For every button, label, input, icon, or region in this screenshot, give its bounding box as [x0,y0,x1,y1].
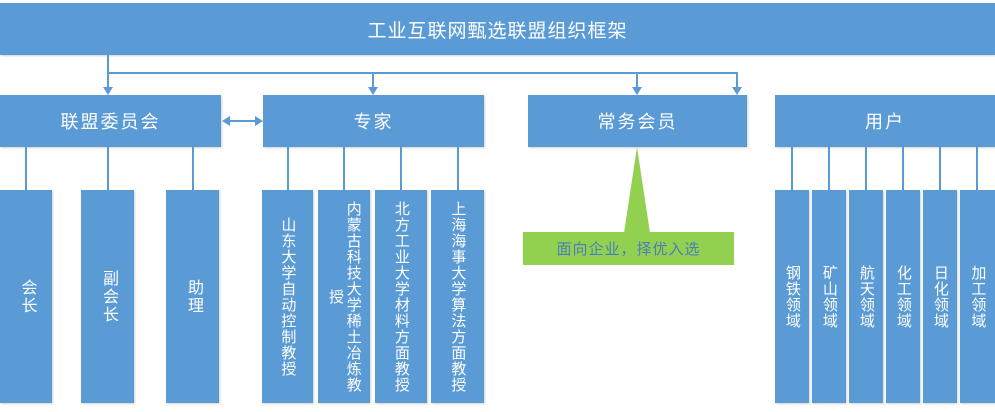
level2-bus-line [107,72,737,74]
connector-user-domain-3 [865,147,867,191]
node-expert-2[interactable]: 内蒙古科技大学稀土冶炼教授 [318,190,370,403]
node-user-domain-5[interactable]: 日化领域 [923,190,957,403]
arrow-to-experts [368,87,378,95]
node-users-label: 用户 [865,112,905,132]
connector-user-domain-4 [902,147,904,191]
node-expert-2-label: 内蒙古科技大学稀土冶炼教授 [327,200,362,393]
connector-expert-1 [287,147,289,191]
node-user-domain-6-label: 加工领域 [969,264,987,329]
node-users[interactable]: 用户 [775,95,995,147]
connector-expert-4 [457,147,459,191]
callout-text: 面向企业，择优入选 [556,241,701,258]
node-user-domain-3-label: 航天领域 [857,264,875,329]
chart-title-bar: 工业互联网甄选联盟组织框架 [0,3,995,55]
node-committee-member-2[interactable]: 副会长 [81,190,134,403]
node-expert-3-label: 北方工业大学材料方面教授 [392,200,410,393]
arrow-to-executive [632,87,642,95]
connector-to-experts [372,72,374,88]
callout-banner: 面向企业，择优入选 [523,232,734,265]
node-user-domain-4[interactable]: 化工领域 [886,190,920,403]
node-committee-member-3[interactable]: 助理 [166,190,219,403]
connector-user-domain-2 [828,147,830,191]
arrow-to-committee [103,87,113,95]
committee-experts-arrow-left [222,116,230,126]
callout-pointer-icon [624,147,650,233]
node-committee-member-1-label: 会长 [18,278,36,315]
node-user-domain-3[interactable]: 航天领域 [849,190,883,403]
node-committee-member-3-label: 助理 [184,278,202,315]
node-executive-members[interactable]: 常务会员 [528,95,747,147]
connector-to-executive [636,72,638,88]
node-user-domain-2-label: 矿山领域 [820,264,838,329]
connector-user-domain-6 [976,147,978,191]
node-expert-3[interactable]: 北方工业大学材料方面教授 [375,190,427,403]
node-experts[interactable]: 专家 [263,95,484,147]
node-committee-label: 联盟委员会 [60,112,161,132]
node-user-domain-5-label: 日化领域 [931,264,949,329]
node-committee-member-1[interactable]: 会长 [0,190,52,403]
connector-user-domain-1 [791,147,793,191]
connector-committee-member-3 [192,147,194,191]
committee-experts-link-line [229,120,255,122]
node-expert-1-label: 山东大学自动控制教授 [279,216,297,377]
node-user-domain-1[interactable]: 钢铁领域 [775,190,809,403]
node-user-domain-1-label: 钢铁领域 [783,264,801,329]
connector-user-domain-5 [939,147,941,191]
chart-title: 工业互联网甄选联盟组织框架 [367,20,628,42]
connector-committee-member-2 [107,147,109,191]
connector-to-users [736,72,738,88]
node-committee-member-2-label: 副会长 [99,269,117,324]
node-experts-label: 专家 [353,112,394,132]
node-committee[interactable]: 联盟委员会 [0,95,221,147]
committee-experts-arrow-right [255,116,263,126]
node-user-domain-6[interactable]: 加工领域 [960,190,995,403]
arrow-to-users [732,87,742,95]
node-expert-1[interactable]: 山东大学自动控制教授 [262,190,313,403]
node-executive-members-label: 常务会员 [597,112,678,132]
node-expert-4[interactable]: 上海海事大学算法方面教授 [431,190,484,403]
node-user-domain-2[interactable]: 矿山领域 [812,190,846,403]
node-user-domain-4-label: 化工领域 [894,264,912,329]
connector-expert-3 [400,147,402,191]
connector-expert-2 [343,147,345,191]
title-stem-line [107,55,109,73]
node-expert-4-label: 上海海事大学算法方面教授 [449,200,467,393]
connector-committee-member-1 [25,147,27,191]
connector-to-committee [107,72,109,88]
